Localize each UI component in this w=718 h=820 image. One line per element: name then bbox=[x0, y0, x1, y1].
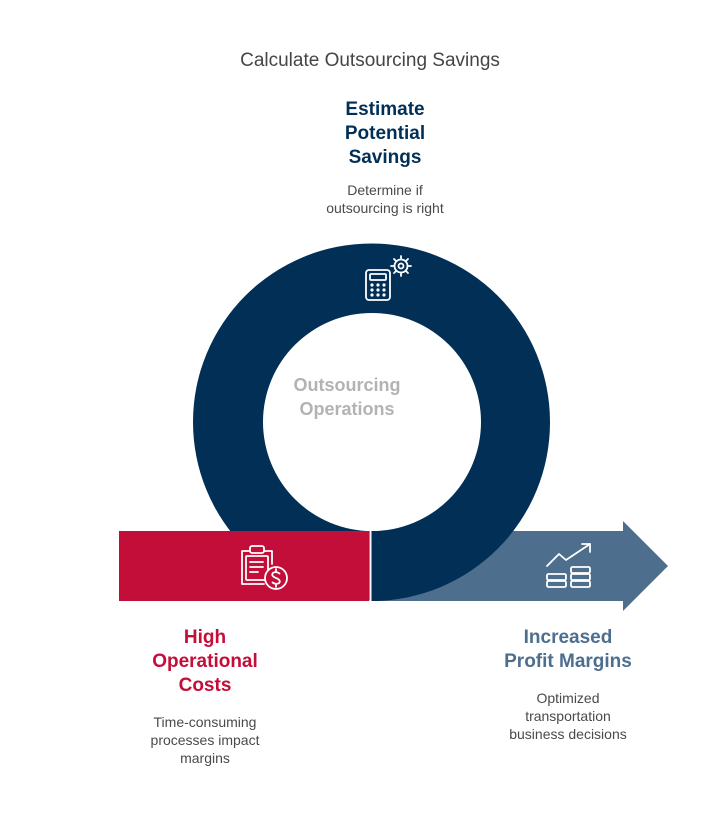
estimate-heading-line2: Potential bbox=[344, 123, 426, 144]
estimate-heading-line3: Savings bbox=[348, 147, 422, 168]
profit-description-line2: transportation bbox=[525, 708, 611, 724]
center-label: Outsourcing Operations bbox=[262, 373, 432, 421]
estimate-description: Determine if outsourcing is right bbox=[293, 181, 477, 217]
profit-description-line3: business decisions bbox=[509, 726, 627, 742]
estimate-heading-line1: Estimate bbox=[345, 99, 425, 120]
costs-description-line1: Time-consuming bbox=[153, 714, 257, 730]
estimate-description-line2: outsourcing is right bbox=[326, 200, 444, 216]
costs-heading-line1: High bbox=[183, 627, 227, 648]
estimate-ring bbox=[193, 243, 551, 602]
center-label-line2: Operations bbox=[299, 399, 395, 419]
estimate-heading: Estimate Potential Savings bbox=[300, 98, 470, 170]
profit-description: Optimized transportation business decisi… bbox=[478, 689, 658, 743]
costs-description: Time-consuming processes impact margins bbox=[120, 713, 290, 767]
costs-description-line2: processes impact bbox=[150, 732, 260, 748]
diagram-title: Calculate Outsourcing Savings bbox=[240, 50, 500, 71]
costs-heading: High Operational Costs bbox=[120, 626, 290, 698]
estimate-description-line1: Determine if bbox=[347, 182, 423, 198]
calculator-gear-icon bbox=[365, 255, 412, 301]
costs-heading-line2: Operational bbox=[152, 651, 258, 672]
growth-coins-icon bbox=[546, 543, 591, 588]
profit-description-line1: Optimized bbox=[536, 690, 600, 706]
costs-bar bbox=[119, 531, 369, 601]
costs-heading-line3: Costs bbox=[178, 675, 232, 696]
center-label-line1: Outsourcing bbox=[293, 375, 401, 395]
profit-heading-line2: Profit Margins bbox=[504, 651, 632, 672]
profit-heading: Increased Profit Margins bbox=[478, 626, 658, 674]
costs-description-line3: margins bbox=[180, 750, 230, 766]
invoice-dollar-icon bbox=[241, 545, 288, 590]
profit-heading-line1: Increased bbox=[523, 627, 613, 648]
